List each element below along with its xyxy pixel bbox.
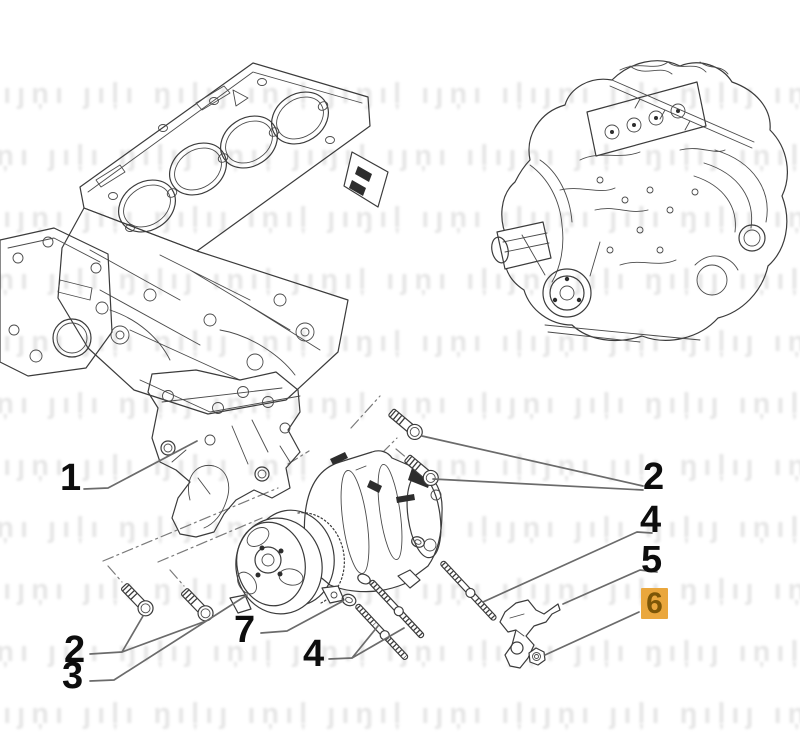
compressor-illustration: [229, 450, 443, 615]
bolt-part-2-left-a: [120, 583, 154, 617]
bolt-part-2-right-b: [404, 454, 439, 487]
callout-2-right[interactable]: 2: [643, 456, 665, 498]
mounting-bracket-part-1: [147, 369, 301, 538]
callout-7[interactable]: 7: [234, 609, 256, 651]
callout-5[interactable]: 5: [641, 539, 663, 581]
bolt-part-2-left-b: [180, 588, 214, 622]
callout-4-right[interactable]: 4: [640, 499, 662, 541]
callout-4-bottom[interactable]: 4: [303, 633, 325, 675]
callout-2-left[interactable]: 2: [64, 629, 86, 671]
stud-part-4-a: [355, 603, 409, 661]
bolt-part-2-right-a: [388, 408, 423, 441]
leader-lines: [83, 435, 658, 682]
nut-part-6: [528, 647, 546, 666]
stud-part-4-c: [440, 560, 497, 621]
callout-1[interactable]: 1: [60, 457, 82, 499]
callout-6-highlighted[interactable]: 6: [641, 588, 668, 619]
engine-assembly-illustration: [491, 60, 788, 343]
engine-block-illustration: [0, 62, 389, 415]
washer-rings: [341, 536, 425, 607]
stud-part-4-b: [369, 579, 425, 639]
callout-3[interactable]: 3: [62, 655, 84, 697]
support-bracket-part-5: [499, 599, 561, 669]
